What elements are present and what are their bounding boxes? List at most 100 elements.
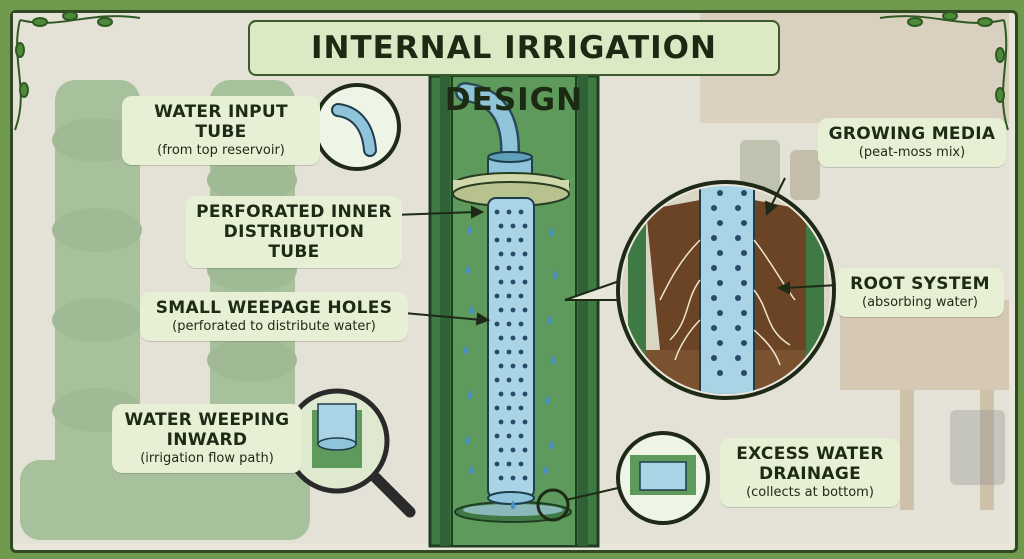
weepage-hole xyxy=(506,237,512,243)
callout-hole xyxy=(711,265,717,271)
perforated-heading-1: PERFORATED INNER xyxy=(196,202,392,222)
label-weeping-inward: WATER WEEPING INWARD (irrigation flow pa… xyxy=(112,404,302,473)
callout-hole xyxy=(717,280,723,286)
callout-hole xyxy=(735,205,741,211)
weepage-hole xyxy=(494,433,500,439)
water-droplet xyxy=(549,440,555,449)
weepage-hole xyxy=(518,209,524,215)
water-droplet xyxy=(465,435,471,444)
water-droplet xyxy=(545,395,551,404)
weepage-hole xyxy=(518,237,524,243)
excess-heading-1: EXCESS WATER xyxy=(736,444,884,464)
weepage-hole xyxy=(522,363,528,369)
weepage-sub: (perforated to distribute water) xyxy=(172,319,376,334)
label-growing-media: GROWING MEDIA (peat-moss mix) xyxy=(818,118,1006,167)
weepage-hole xyxy=(522,419,528,425)
weepage-hole xyxy=(522,279,528,285)
weepage-hole xyxy=(498,419,504,425)
weepage-hole xyxy=(498,363,504,369)
callout-hole xyxy=(711,295,717,301)
callout-hole xyxy=(741,190,747,196)
callout-hole xyxy=(717,250,723,256)
weepage-hole xyxy=(522,223,528,229)
weepage-hole xyxy=(518,349,524,355)
water-droplet xyxy=(465,265,471,274)
weepage-hole xyxy=(510,447,516,453)
label-weepage-holes: SMALL WEEPAGE HOLES (perforated to distr… xyxy=(140,292,408,341)
weepage-hole xyxy=(494,461,500,467)
weepage-hole xyxy=(498,475,504,481)
weepage-hole xyxy=(510,363,516,369)
water-droplet xyxy=(543,465,549,474)
water-droplet xyxy=(552,270,558,279)
weepage-hole xyxy=(510,307,516,313)
callout-hole xyxy=(735,355,741,361)
root-system-sub: (absorbing water) xyxy=(862,295,978,310)
weepage-hole xyxy=(518,321,524,327)
weepage-hole xyxy=(522,447,528,453)
weepage-hole xyxy=(522,335,528,341)
weepage-hole xyxy=(494,321,500,327)
water-droplet xyxy=(463,345,469,354)
weeping-heading-1: WATER WEEPING xyxy=(124,410,290,430)
callout-hole xyxy=(717,370,723,376)
input-tube-magnifier xyxy=(313,83,401,171)
weepage-hole xyxy=(510,279,516,285)
weepage-hole xyxy=(510,419,516,425)
weepage-hole xyxy=(506,321,512,327)
water-droplet xyxy=(547,315,553,324)
water-droplet xyxy=(510,500,516,509)
growing-media-sub: (peat-moss mix) xyxy=(858,145,966,160)
callout-hole xyxy=(741,280,747,286)
water-droplet xyxy=(549,227,555,236)
weepage-hole xyxy=(498,391,504,397)
weepage-hole xyxy=(498,335,504,341)
callout-hole xyxy=(741,310,747,316)
weepage-hole xyxy=(494,349,500,355)
weepage-hole xyxy=(498,307,504,313)
callout-hole xyxy=(717,190,723,196)
weepage-hole xyxy=(510,223,516,229)
callout-hole xyxy=(741,340,747,346)
water-input-heading: WATER INPUT TUBE xyxy=(154,102,288,142)
weepage-hole xyxy=(510,475,516,481)
weepage-hole xyxy=(510,251,516,257)
callout-hole xyxy=(717,340,723,346)
weepage-hole xyxy=(510,391,516,397)
weepage-hole xyxy=(518,377,524,383)
weepage-hole xyxy=(506,405,512,411)
corner-vines xyxy=(14,11,1009,131)
water-droplet xyxy=(550,355,556,364)
perforated-heading-2: DISTRIBUTION TUBE xyxy=(223,222,365,262)
callout-hole xyxy=(741,370,747,376)
weeping-magnifier xyxy=(284,388,416,518)
water-droplet xyxy=(467,225,473,234)
weepage-hole xyxy=(494,293,500,299)
weeping-sub: (irrigation flow path) xyxy=(140,451,274,466)
water-input-sub: (from top reservoir) xyxy=(157,143,285,158)
callout-hole xyxy=(711,355,717,361)
label-perforated-tube: PERFORATED INNER DISTRIBUTION TUBE xyxy=(186,196,402,268)
label-root-system: ROOT SYSTEM (absorbing water) xyxy=(836,268,1004,317)
top-cap-plate xyxy=(452,172,570,207)
weepage-hole xyxy=(506,293,512,299)
weepage-hole xyxy=(506,433,512,439)
weepage-hole xyxy=(518,265,524,271)
callout-hole xyxy=(711,205,717,211)
water-droplet xyxy=(467,390,473,399)
weepage-hole xyxy=(522,475,528,481)
weepage-hole xyxy=(506,377,512,383)
weepage-hole xyxy=(510,335,516,341)
excess-sub: (collects at bottom) xyxy=(746,485,874,500)
weepage-hole xyxy=(498,251,504,257)
weepage-hole xyxy=(522,307,528,313)
drainage-callout xyxy=(536,431,710,525)
root-system-heading: ROOT SYSTEM xyxy=(850,274,990,294)
callout-hole xyxy=(735,295,741,301)
weepage-hole xyxy=(522,391,528,397)
callout-hole xyxy=(717,310,723,316)
weepage-hole xyxy=(494,265,500,271)
callout-hole xyxy=(735,325,741,331)
water-droplet xyxy=(469,465,475,474)
